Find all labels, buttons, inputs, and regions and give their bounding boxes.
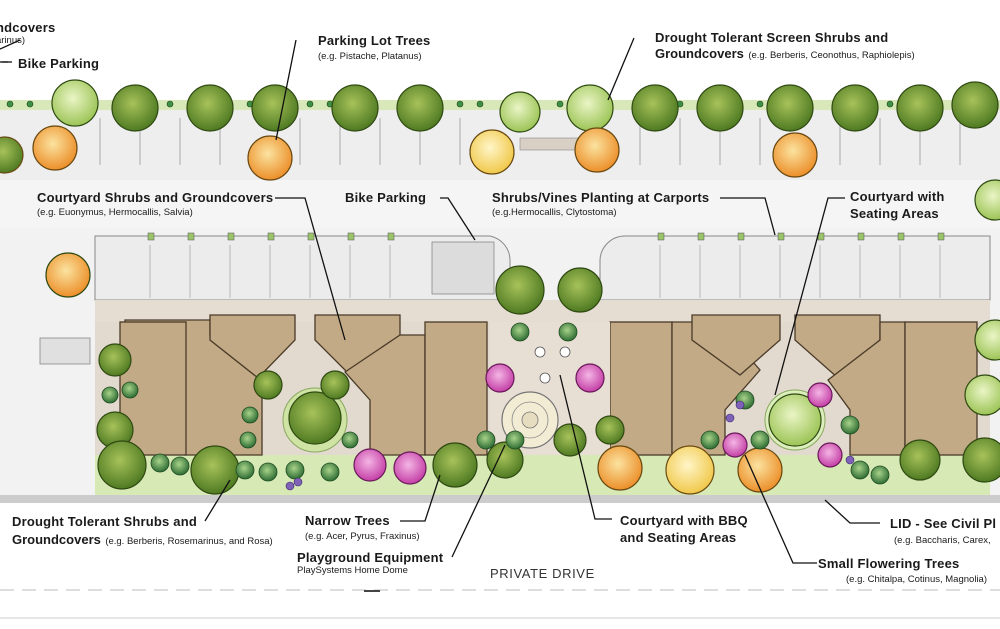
label-title: Shrubs/Vines Planting at Carports bbox=[492, 190, 710, 205]
label-sub: (e.g. Baccharis, Carex, bbox=[894, 535, 991, 546]
buildings bbox=[119, 314, 978, 456]
parking-lot-trees bbox=[51, 79, 999, 133]
label-title: Courtyard Shrubs and Groundcovers bbox=[37, 190, 274, 205]
leader-lines bbox=[0, 37, 880, 564]
label-title: Narrow Trees bbox=[305, 513, 390, 528]
shrubs bbox=[101, 322, 890, 485]
small-flowering-trees bbox=[597, 445, 783, 495]
label-title-line2: Groundcovers bbox=[655, 46, 744, 61]
label-narrow-trees: Narrow Trees (e.g. Acer, Pyrus, Fraxinus… bbox=[305, 513, 420, 543]
label-title: Small Flowering Trees bbox=[818, 556, 960, 571]
label-courtyard-shrubs: Courtyard Shrubs and Groundcovers (e.g. … bbox=[37, 190, 273, 219]
label-title: Playground Equipment bbox=[297, 550, 444, 565]
label-sub: (e.g. Berberis, Ceonothus, Raphiolepis) bbox=[748, 50, 915, 61]
label-small-flowering: Small Flowering Trees (e.g. Chitalpa, Co… bbox=[818, 556, 987, 586]
carport-vine-markers bbox=[147, 232, 945, 241]
label-bike-parking-top: Bike Parking bbox=[18, 56, 99, 71]
label-groundcovers-topleft: ndcovers arinus) bbox=[0, 20, 55, 47]
label-title-line1: Courtyard with bbox=[850, 189, 945, 204]
label-screen-shrubs: Drought Tolerant Screen Shrubs and Groun… bbox=[655, 30, 915, 63]
label-sub: (e.g. Euonymus, Hermocallis, Salvia) bbox=[37, 207, 193, 218]
label-drought-shrubs: Drought Tolerant Shrubs and Groundcovers… bbox=[12, 514, 273, 549]
label-courtyard-seating: Courtyard with Seating Areas bbox=[850, 189, 945, 221]
label-title-line2: Groundcovers bbox=[12, 532, 101, 547]
label-title-line1: Drought Tolerant Shrubs and bbox=[12, 514, 197, 529]
carport-right bbox=[599, 235, 991, 301]
label-title-line1: Courtyard with BBQ bbox=[620, 513, 748, 528]
label-title-line2: Seating Areas bbox=[850, 206, 939, 221]
label-carport-vines: Shrubs/Vines Planting at Carports (e.g.H… bbox=[492, 190, 709, 219]
label-title: Bike Parking bbox=[18, 56, 100, 71]
label-sub: (e.g. Chitalpa, Cotinus, Magnolia) bbox=[846, 574, 987, 585]
magenta-trees bbox=[353, 363, 843, 485]
private-drive-label: PRIVATE DRIVE bbox=[490, 566, 595, 581]
label-title: Bike Parking bbox=[345, 190, 427, 205]
label-bike-parking-mid: Bike Parking bbox=[345, 190, 426, 205]
label-courtyard-bbq: Courtyard with BBQ and Seating Areas bbox=[620, 513, 748, 545]
bike-parking-pad bbox=[431, 241, 495, 295]
label-sub: (e.g. Berberis, Rosemarinus, and Rosa) bbox=[105, 536, 273, 547]
label-playground: Playground Equipment PlaySystems Home Do… bbox=[297, 550, 443, 577]
label-sub: (e.g. Pistache, Platanus) bbox=[318, 51, 422, 62]
label-title: ndcovers bbox=[0, 20, 56, 35]
label-title-line2: and Seating Areas bbox=[620, 530, 737, 545]
label-sub: arinus) bbox=[0, 35, 26, 46]
flowering-trees-top bbox=[0, 125, 818, 181]
label-sub: (e.g.Hermocallis, Clytostoma) bbox=[492, 207, 617, 218]
label-lid: LID - See Civil Pl (e.g. Baccharis, Care… bbox=[890, 516, 996, 547]
courtyard-trees bbox=[98, 343, 822, 447]
label-sub: (e.g. Acer, Pyrus, Fraxinus) bbox=[305, 531, 420, 542]
label-title: Parking Lot Trees bbox=[318, 33, 431, 48]
label-sub: PlaySystems Home Dome bbox=[297, 565, 408, 576]
label-parking-lot-trees: Parking Lot Trees (e.g. Pistache, Platan… bbox=[318, 33, 431, 63]
label-title-line1: Drought Tolerant Screen Shrubs and bbox=[655, 30, 889, 45]
narrow-trees bbox=[96, 411, 941, 495]
label-title: LID - See Civil Pl bbox=[890, 516, 997, 531]
